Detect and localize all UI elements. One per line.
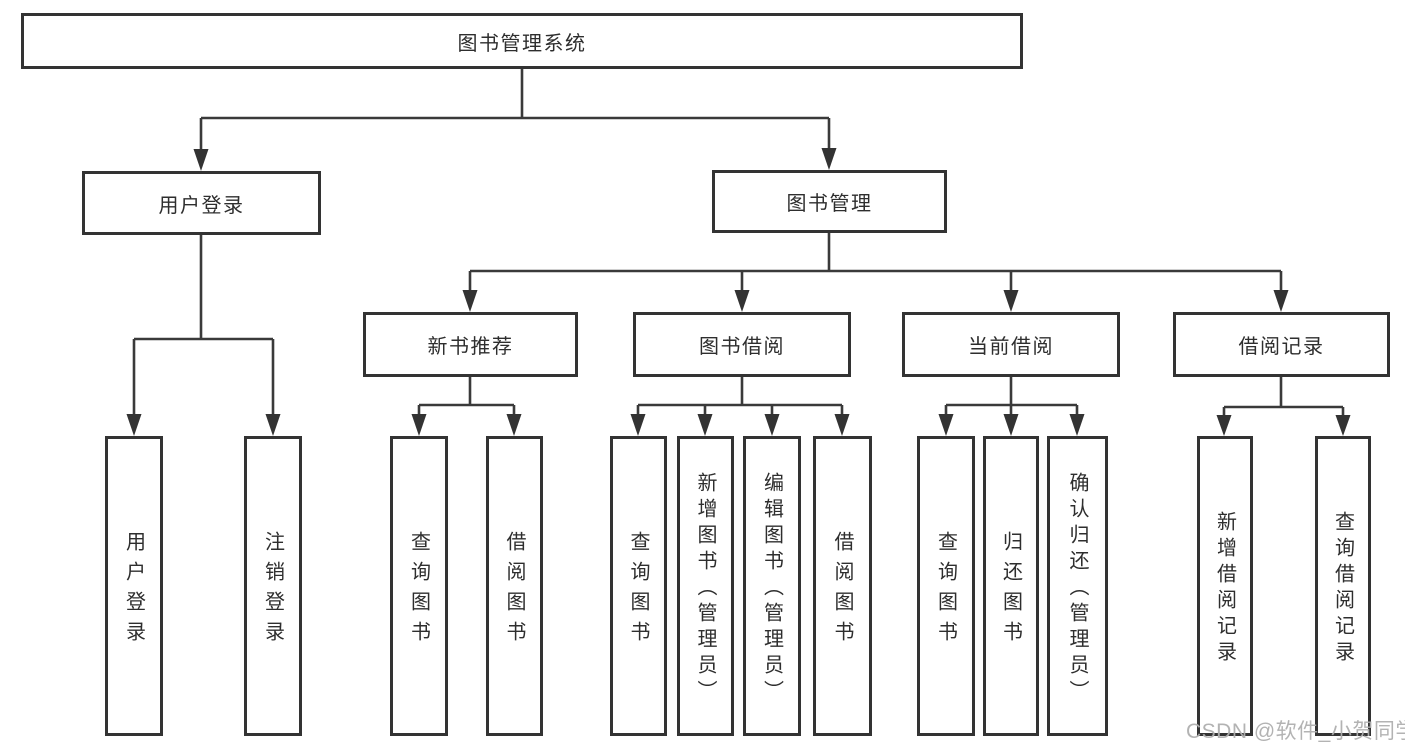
arrowhead	[411, 414, 427, 436]
leaf-confirm-return-admin: 确认归还（管理员）	[1047, 436, 1108, 736]
connector-new-book-recommend-to-leaves	[411, 377, 522, 436]
node-book-borrow: 图书借阅	[633, 312, 851, 377]
leaf-query-books: 查询图书	[917, 436, 975, 736]
connector-root-to-level1	[193, 69, 837, 171]
arrowhead	[764, 414, 780, 436]
leaf-return-books: 归还图书	[983, 436, 1039, 736]
connector-book-borrow-to-leaves	[630, 377, 850, 436]
arrowhead	[193, 149, 209, 171]
arrowhead	[1003, 414, 1019, 436]
arrowhead	[834, 414, 850, 436]
arrowhead	[126, 414, 142, 436]
node-user-login: 用户登录	[82, 171, 321, 235]
leaf-add-borrow-record: 新增借阅记录	[1197, 436, 1253, 736]
node-borrow-records: 借阅记录	[1173, 312, 1390, 377]
arrowhead	[697, 414, 713, 436]
arrowhead	[462, 290, 478, 312]
arrowhead	[1273, 290, 1289, 312]
node-book-management: 图书管理	[712, 170, 947, 233]
leaf-edit-books-admin: 编辑图书（管理员）	[743, 436, 801, 736]
leaf-query-books: 查询图书	[390, 436, 448, 736]
arrowhead	[630, 414, 646, 436]
arrowhead	[1216, 415, 1232, 436]
node-root-library-management-system: 图书管理系统	[21, 13, 1023, 69]
leaf-query-books: 查询图书	[610, 436, 667, 736]
arrowhead	[1335, 415, 1351, 436]
csdn-watermark: CSDN @软件_小贺同学	[1186, 720, 1405, 743]
connector-borrow-records-to-leaves	[1216, 377, 1351, 436]
leaf-borrow-books: 借阅图书	[486, 436, 543, 736]
arrowhead	[734, 290, 750, 312]
connector-current-borrow-to-leaves	[938, 377, 1085, 436]
leaf-user-login: 用户登录	[105, 436, 163, 736]
arrowhead	[506, 414, 522, 436]
leaf-query-borrow-record: 查询借阅记录	[1315, 436, 1371, 736]
node-current-borrow: 当前借阅	[902, 312, 1120, 377]
node-new-book-recommend: 新书推荐	[363, 312, 578, 377]
leaf-borrow-books: 借阅图书	[813, 436, 872, 736]
connector-user-login-to-leaves	[126, 235, 281, 436]
arrowhead	[265, 414, 281, 436]
arrowhead	[1003, 290, 1019, 312]
arrowhead	[938, 414, 954, 436]
arrowhead	[821, 148, 837, 170]
leaf-logout-login: 注销登录	[244, 436, 302, 736]
arrowhead	[1069, 414, 1085, 436]
leaf-add-books-admin: 新增图书（管理员）	[677, 436, 734, 736]
connector-book-management-to-level2	[462, 233, 1289, 312]
